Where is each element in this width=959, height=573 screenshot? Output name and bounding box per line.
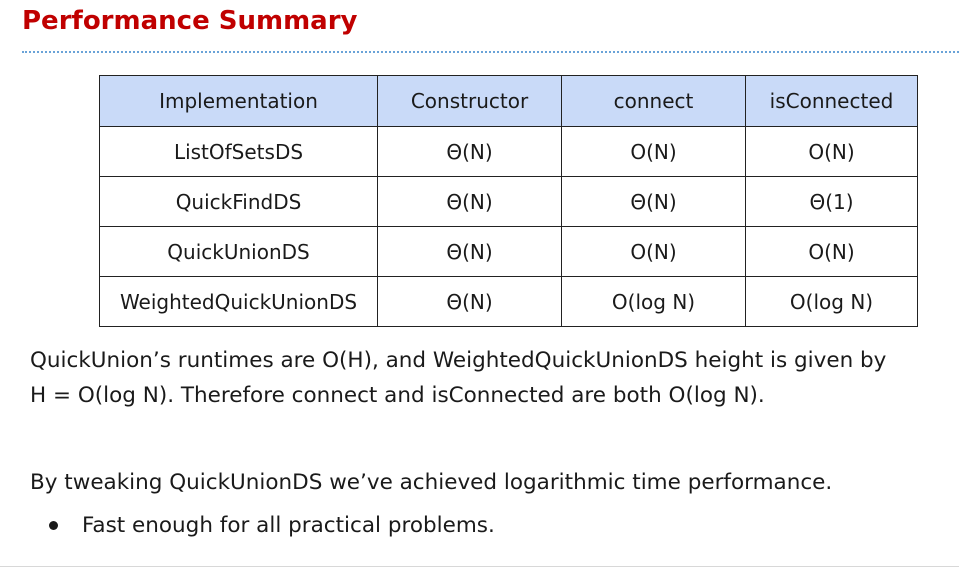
implementation-cell: QuickUnionDS <box>99 226 378 277</box>
table-header-row: Implementation Constructor connect isCon… <box>99 75 918 127</box>
constructor-cell: Θ(N) <box>377 226 562 277</box>
runtime-explanation: QuickUnion’s runtimes are O(H), and Weig… <box>30 343 955 413</box>
bullet-icon <box>49 521 58 530</box>
constructor-cell: Θ(N) <box>377 176 562 227</box>
connect-cell: O(N) <box>561 126 746 177</box>
performance-table: Implementation Constructor connect isCon… <box>99 75 918 327</box>
connect-cell: Θ(N) <box>561 176 746 227</box>
conclusion-paragraph: By tweaking QuickUnionDS we’ve achieved … <box>30 470 833 495</box>
column-header-connect: connect <box>561 75 746 127</box>
bullet-text: Fast enough for all practical problems. <box>82 513 495 538</box>
isconnected-cell: O(log N) <box>745 276 918 327</box>
table-row: QuickFindDS Θ(N) Θ(N) Θ(1) <box>99 176 918 227</box>
column-header-constructor: Constructor <box>377 75 562 127</box>
implementation-cell: QuickFindDS <box>99 176 378 227</box>
isconnected-cell: O(N) <box>745 226 918 277</box>
connect-cell: O(N) <box>561 226 746 277</box>
title-divider <box>22 51 959 53</box>
column-header-implementation: Implementation <box>99 75 378 127</box>
constructor-cell: Θ(N) <box>377 126 562 177</box>
connect-cell: O(log N) <box>561 276 746 327</box>
constructor-cell: Θ(N) <box>377 276 562 327</box>
runtime-explanation-line-2: H = O(log N). Therefore connect and isCo… <box>30 383 765 408</box>
bottom-divider <box>0 566 959 567</box>
column-header-isconnected: isConnected <box>745 75 918 127</box>
implementation-cell: WeightedQuickUnionDS <box>99 276 378 327</box>
runtime-explanation-line-1: QuickUnion’s runtimes are O(H), and Weig… <box>30 348 887 373</box>
table-row: WeightedQuickUnionDS Θ(N) O(log N) O(log… <box>99 276 918 327</box>
table-row: QuickUnionDS Θ(N) O(N) O(N) <box>99 226 918 277</box>
implementation-cell: ListOfSetsDS <box>99 126 378 177</box>
table-row: ListOfSetsDS Θ(N) O(N) O(N) <box>99 126 918 177</box>
isconnected-cell: Θ(1) <box>745 176 918 227</box>
slide-title: Performance Summary <box>22 6 358 36</box>
isconnected-cell: O(N) <box>745 126 918 177</box>
